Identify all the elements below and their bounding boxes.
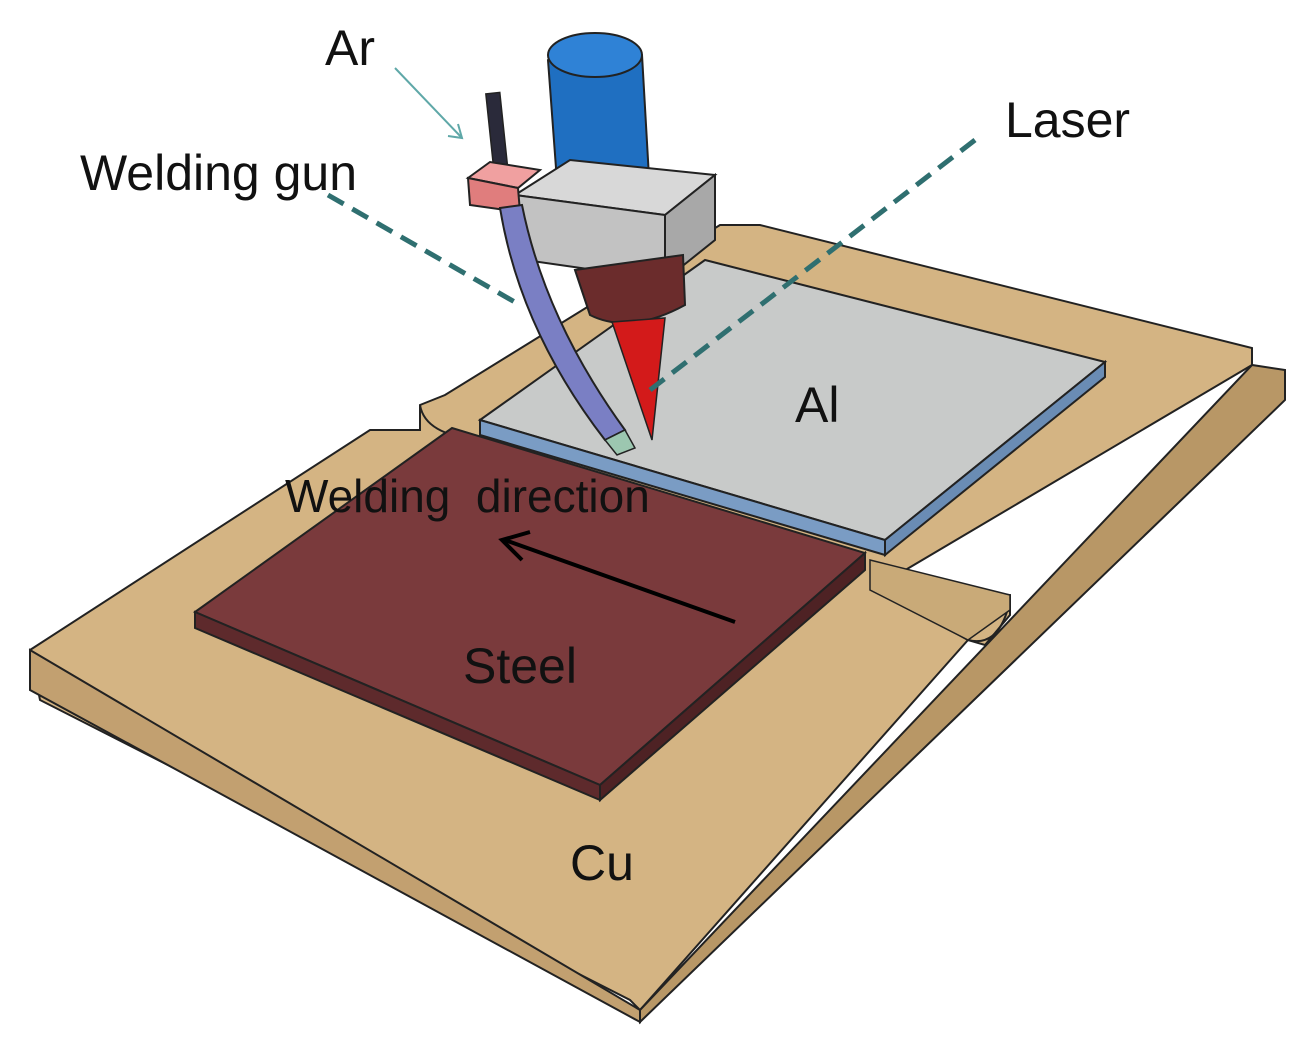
laser-head-cylinder-top (547, 32, 643, 78)
label-laser: Laser (1005, 92, 1130, 148)
label-cu: Cu (570, 835, 634, 891)
direction-arrowhead (498, 530, 531, 562)
gun-tip (603, 429, 637, 456)
label-steel: Steel (463, 638, 577, 694)
label-al: Al (795, 377, 839, 433)
label-welding-direction: Welding direction (285, 470, 650, 522)
steel-plate (192, 426, 868, 803)
welding-direction-arrow (498, 530, 736, 624)
leader-lines (326, 67, 977, 392)
steel-right-edge (599, 550, 866, 803)
laser-leader (648, 138, 977, 392)
label-welding-gun: Welding gun (80, 145, 357, 201)
ar-leader-arrow (394, 67, 463, 139)
aluminium-right-edge (884, 359, 1106, 558)
ar-arrowhead (447, 123, 464, 140)
copper-right-side (639, 363, 1286, 1025)
laser-head-assembly (512, 32, 718, 441)
welding-gun-assembly (465, 91, 637, 456)
label-ar: Ar (325, 20, 375, 76)
welding-gun-leader (326, 192, 522, 308)
direction-arrow-shaft (504, 538, 736, 624)
copper-groove-floor (869, 559, 1011, 641)
laser-beam-cone (610, 317, 666, 441)
